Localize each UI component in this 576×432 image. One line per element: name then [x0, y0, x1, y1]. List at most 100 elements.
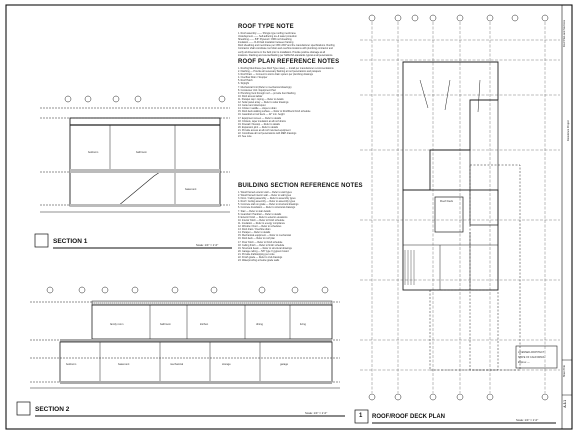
section-note: 18. Ceiling finish — Refer to finish sch…	[238, 243, 285, 247]
section-2-title-bar	[16, 401, 345, 417]
grid-bubbles-top	[368, 14, 549, 22]
stamp-line-1: STATE OF CALIFORNIA	[518, 356, 545, 359]
roof-plan-note: 7. Mechanical Unit (Refer to mechanical …	[238, 85, 292, 89]
roof-type-line: Underlayment —— Self-adhering ice & wate…	[238, 35, 297, 39]
roof-plan-note: 9. Plumbing Vent through roof — provide …	[238, 91, 296, 95]
roof-type-line: verify all dimensions in the field prior…	[238, 50, 326, 54]
roof-type-line: 1. Roof assembly —— Shingle type roofing…	[238, 32, 296, 35]
grid-bubbles-s2	[46, 286, 329, 294]
s2-room-4: living	[300, 322, 306, 326]
stamp-box	[515, 345, 558, 369]
section-note: 22. Finish grade — Refer to civil drawin…	[238, 255, 283, 259]
section-note: 4. Roof / Ceiling assembly — Refer to as…	[238, 200, 296, 204]
roof-plan-note: 3. Roof Drain — Connect to storm drain s…	[238, 73, 313, 77]
s1-room-0: bedroom	[88, 150, 98, 154]
roof-plan-note: 23. See note	[238, 135, 252, 139]
roof-plan-note: 11. Parapet cap / coping — Refer to deta…	[238, 97, 284, 101]
section-note: 17. Floor finish — Refer to finish sched…	[238, 240, 283, 244]
roof-plan-note: 18. Crickets, taper insulation at all ro…	[238, 119, 286, 123]
roof-plan-note: 17. Equipment screen — Refer to details	[238, 116, 282, 120]
s1-room-2: basement	[185, 187, 197, 191]
roof-plan-title-bar	[354, 409, 556, 424]
roof-plan-note: 5. Roof Hatch	[238, 79, 253, 83]
title-block-line-2: Sheet Title	[563, 365, 566, 378]
roof-plan-note: 8. Condenser Unit / Equipment Pad	[238, 88, 276, 92]
s2-room-1: bathroom	[160, 322, 171, 326]
section-note: 6. Concrete foundation — Refer to struct…	[238, 206, 296, 210]
stamp-line-2: Expires: —	[518, 361, 530, 364]
section-1-drawing	[40, 95, 230, 213]
grid-bubbles-bottom	[368, 393, 549, 401]
section-note: 21. Provide draftstopping per code	[238, 252, 275, 256]
grid-bubbles-s1	[64, 95, 226, 103]
roof-plan-note: 21. Provide access at all roof mounted e…	[238, 128, 291, 132]
roof-type-line: Contractor shall coordinate roof drain a…	[238, 47, 333, 51]
s2-room-3: dining	[256, 322, 263, 326]
s2-room-5: bedroom	[66, 362, 76, 366]
section-note: 13. Roof drain / Overflow drain	[238, 228, 271, 232]
section-note: 16. Roof deck — Refer to roof plan	[238, 237, 275, 241]
section-1-scale: Scale: 1/4" = 1'-0"	[196, 243, 219, 247]
roof-type-line: Roof sheathing and membrane per CBC 2307…	[238, 44, 335, 48]
s2-room-0: family room	[110, 322, 123, 326]
roof-plan-note: 16. Guardrail at roof deck — 42" min. he…	[238, 113, 285, 117]
roof-deck-label: Roof Deck	[440, 199, 454, 203]
roof-plan-note: 13. Gutter and downspout	[238, 104, 266, 108]
section-note: 19. Structural beam — Refer to structura…	[238, 246, 292, 250]
section-note: 7. Stair — Refer to stair details	[238, 209, 271, 213]
section-note: 1. Wood framed exterior wall — Refer to …	[238, 191, 292, 194]
section-1-title: SECTION 1	[53, 238, 88, 245]
section-2-drawing	[30, 286, 340, 389]
s2-room-2: kitchen	[200, 322, 209, 326]
roof-plan-note: 15. Roof deck walking surface — Refer to…	[238, 110, 311, 114]
title-block	[562, 359, 572, 396]
roof-type-line: Sheathing —— 5/8" Plywood / OSB roof she…	[238, 38, 292, 42]
roof-type-line: locations. Flashing and counterflashing …	[238, 53, 334, 57]
roof-plan-note: 22. Coordinate all roof penetrations wit…	[238, 131, 297, 135]
section-1-title-bar	[34, 233, 232, 249]
roof-plan-scale: Scale: 1/4" = 1'-0"	[516, 418, 539, 422]
roof-plan-note: 12. Solar panel array — Refer to solar d…	[238, 101, 289, 105]
section-note: 11. Insulation — Refer to energy complia…	[238, 221, 285, 225]
section-note: 14. Parapet — Refer to details	[238, 231, 271, 235]
building-section-notes-body: 1. Wood framed exterior wall — Refer to …	[238, 191, 350, 262]
section-note: 10. Interior finish — Refer to finish sc…	[238, 218, 285, 222]
roof-plan-note: 6. Skylight	[238, 82, 250, 86]
roof-plan-note: 1. Roofing Membrane (see Roof Type notes…	[238, 67, 334, 70]
s2-room-6: basement	[118, 362, 130, 366]
section-note: 23. Waterproofing at below grade walls	[238, 259, 280, 263]
section-note: 3. Floor / Ceiling assembly — Refer to a…	[238, 197, 296, 201]
roof-plan-notes-body: 1. Roofing Membrane (see Roof Type notes…	[238, 67, 350, 138]
section-note: 15. Mechanical equipment — Refer to mech…	[238, 234, 291, 238]
title-block-line-1: Residence Project	[567, 120, 570, 142]
section-2-scale: Scale: 1/4" = 1'-0"	[305, 411, 328, 415]
roof-type-note-title: ROOF TYPE NOTE	[238, 24, 294, 30]
section-note: 8. Guardrail / Handrail — Refer to detai…	[238, 212, 282, 216]
s2-room-7: mechanical	[170, 362, 184, 366]
section-note: 12. Window / Door — Refer to schedules	[238, 225, 282, 229]
roof-plan-note: 14. Cricket / saddle — slope to drain	[238, 107, 277, 111]
section-note: 5. Concrete slab on grade — Refer to str…	[238, 203, 299, 207]
roof-plan-note: 19. Firewall / firestop — Refer to detai…	[238, 122, 280, 126]
stamp-line-0: LICENSED ARCHITECT	[518, 351, 545, 354]
roof-plan-drawing	[360, 14, 560, 401]
roof-type-note-body: 1. Roof assembly —— Shingle type roofing…	[238, 32, 350, 57]
s2-room-9: storage	[222, 362, 231, 366]
section-note: 9. Exterior finish — Refer to exterior e…	[238, 215, 288, 219]
building-section-notes-title: BUILDING SECTION REFERENCE NOTES	[238, 183, 363, 189]
s2-room-8: garage	[280, 362, 289, 366]
title-block-line-0: Roof Plan and Sections	[563, 20, 566, 48]
sheet-number: A-3.1	[563, 400, 567, 408]
s1-room-1: bathroom	[136, 150, 147, 154]
section-note: 20. Garage ceiling — 5/8" type X gypsum …	[238, 249, 289, 253]
roof-plan-note: 10. Roof access ladder	[238, 94, 263, 98]
roof-plan-number: 1	[359, 413, 363, 419]
section-2-title: SECTION 2	[35, 406, 70, 413]
section-note: 2. Wood framed interior wall — Refer to …	[238, 194, 292, 198]
roof-plan-note: 20. Expansion joint — Refer to details	[238, 125, 278, 129]
roof-plan-note: 4. Overflow Drain / Scupper	[238, 76, 268, 80]
roof-plan-note: 2. Flashing — Provide all necessary flas…	[238, 70, 321, 74]
roof-plan-notes-title: ROOF PLAN REFERENCE NOTES	[238, 59, 340, 65]
roof-type-line: Insulation —— R-49 batt insulation betwe…	[238, 41, 294, 45]
